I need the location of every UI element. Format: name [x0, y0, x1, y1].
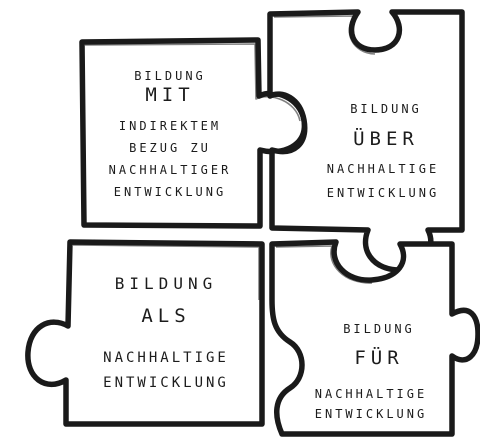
puzzle-piece-fuer: [269, 239, 480, 437]
ueber-keyword: ÜBER: [353, 128, 419, 150]
mit-line-3: NACHHALTIGER: [108, 163, 232, 177]
fuer-line-1: NACHHALTIGE: [314, 387, 428, 401]
ueber-line-2: ENTWICKLUNG: [326, 186, 440, 200]
mit-heading: BILDUNG: [134, 69, 206, 83]
fuer-line-2: ENTWICKLUNG: [314, 407, 428, 421]
mit-keyword: MIT: [145, 84, 195, 106]
fuer-heading: BILDUNG: [343, 322, 415, 336]
mit-line-4: ENTWICKLUNG: [113, 185, 227, 199]
als-line-1: NACHHALTIGE: [103, 350, 229, 366]
puzzle-piece-als: [25, 239, 265, 427]
mit-line-1: INDIREKTEM: [118, 119, 222, 133]
als-heading: BILDUNG: [114, 274, 218, 293]
fuer-keyword: FÜR: [354, 347, 404, 369]
ueber-line-1: NACHHALTIGE: [326, 162, 440, 176]
als-keyword: ALS: [141, 305, 191, 327]
als-line-2: ENTWICKLUNG: [103, 375, 229, 391]
mit-line-2: BEZUG ZU: [129, 141, 211, 155]
ueber-heading: BILDUNG: [350, 102, 422, 116]
